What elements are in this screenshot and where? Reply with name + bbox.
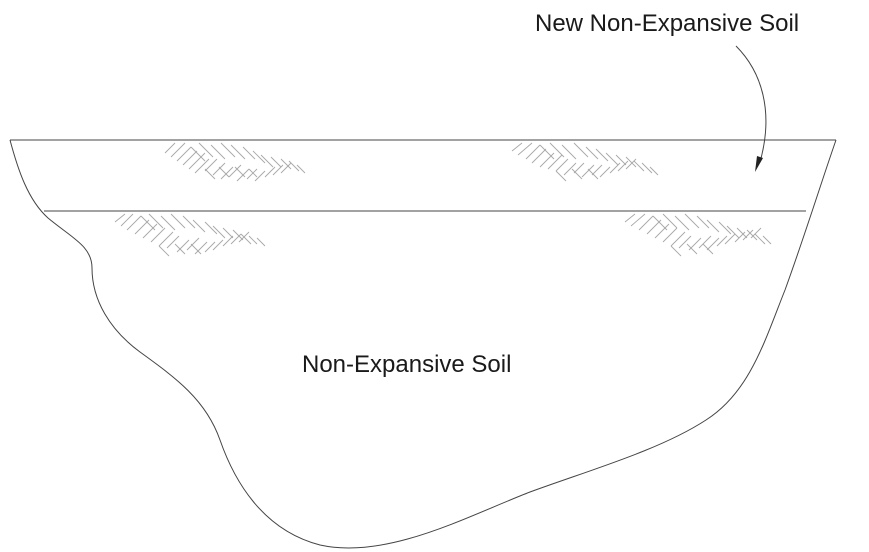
hatch-patch-upper-left	[164, 142, 306, 182]
base-soil-label: Non-Expansive Soil	[302, 351, 512, 378]
hatch-patch-upper-right	[511, 142, 659, 182]
hatch-patch-lower-right	[624, 213, 772, 257]
new-layer-label: New Non-Expansive Soil	[535, 10, 800, 37]
soil-mass-outline	[9, 139, 837, 549]
hatch-patch-lower-left	[114, 213, 266, 257]
leader-arrowhead	[755, 156, 763, 172]
leader-line	[735, 45, 767, 163]
